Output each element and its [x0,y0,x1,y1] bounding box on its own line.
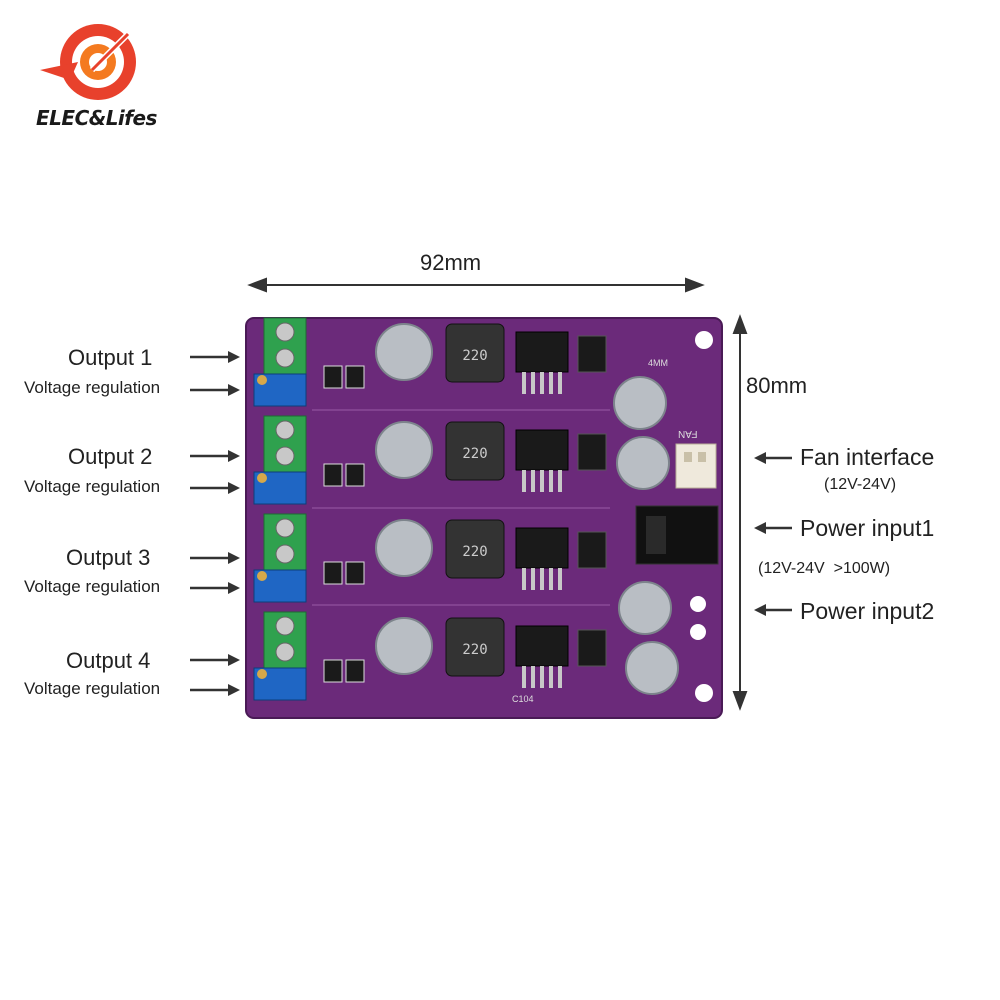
diode [577,433,607,471]
output-1-label: Output 1 [68,345,153,370]
fan-connector [675,443,717,489]
fan-range-label: (12V-24V) [824,476,897,493]
output-3-label: Output 3 [66,545,151,570]
regulator-ic [515,625,569,667]
inductor [445,617,505,677]
inductor [445,519,505,579]
output-channel-4: 220 [253,611,607,701]
voltage-regulation-3-label: Voltage regulation [24,577,161,596]
power-input1-arrow [754,522,792,534]
regulator-ic [515,527,569,569]
output-4-label: Output 4 [66,648,151,673]
resistor [323,463,343,487]
power-input1-label: Power input1 [800,515,935,541]
bottom-silk-label: C104 [512,694,534,704]
diode [577,531,607,569]
voltage-regulation-2-arrow [190,482,240,494]
capacitor [375,519,433,577]
output-channel-1: 220 [253,317,607,407]
voltage-regulation-2-label: Voltage regulation [24,477,161,496]
diode [577,335,607,373]
voltage-regulation-1-arrow [190,384,240,396]
output-3-arrow [190,552,240,564]
inductor-marking: 220 [462,348,487,364]
pcb-body [245,317,723,719]
power-input1-range-label: (12V-24V >100W) [758,560,891,577]
fan-interface-label: Fan interface [800,444,935,470]
resistor [323,561,343,585]
dc-power-jack [635,505,719,565]
resistor [323,365,343,389]
diode [577,629,607,667]
height-dimension-arrow [732,314,748,711]
hole-silk-label: 4MM [648,358,668,368]
resistor [345,561,365,585]
brand-name: ELEC&Lifes [36,106,157,130]
regulator-ic [515,331,569,373]
output-1-arrow [190,351,240,363]
output-channel-3: 220 [253,513,607,603]
capacitor [375,617,433,675]
voltage-regulation-3-arrow [190,582,240,594]
width-dimension-arrow [247,277,705,293]
voltage-regulation-1-label: Voltage regulation [24,378,161,397]
inductor-marking: 220 [462,642,487,658]
voltage-regulation-4-label: Voltage regulation [24,679,161,698]
width-label: 92mm [420,250,482,275]
fan-interface-arrow [754,452,792,464]
power-input2-label: Power input2 [800,598,935,624]
output-channel-2: 220 [253,415,607,505]
height-label: 80mm [746,373,808,398]
regulator-ic [515,429,569,471]
inductor [445,421,505,481]
output-2-arrow [190,450,240,462]
resistor [345,659,365,683]
power-input2-arrow [754,604,792,616]
inductor-marking: 220 [462,446,487,462]
inductor [445,323,505,383]
resistor [345,365,365,389]
voltage-regulation-4-arrow [190,684,240,696]
resistor [345,463,365,487]
output-4-arrow [190,654,240,666]
output-2-label: Output 2 [68,444,153,469]
resistor [323,659,343,683]
capacitor [375,421,433,479]
capacitor [375,323,433,381]
right-capacitors [613,376,679,695]
inductor-marking: 220 [462,544,487,560]
